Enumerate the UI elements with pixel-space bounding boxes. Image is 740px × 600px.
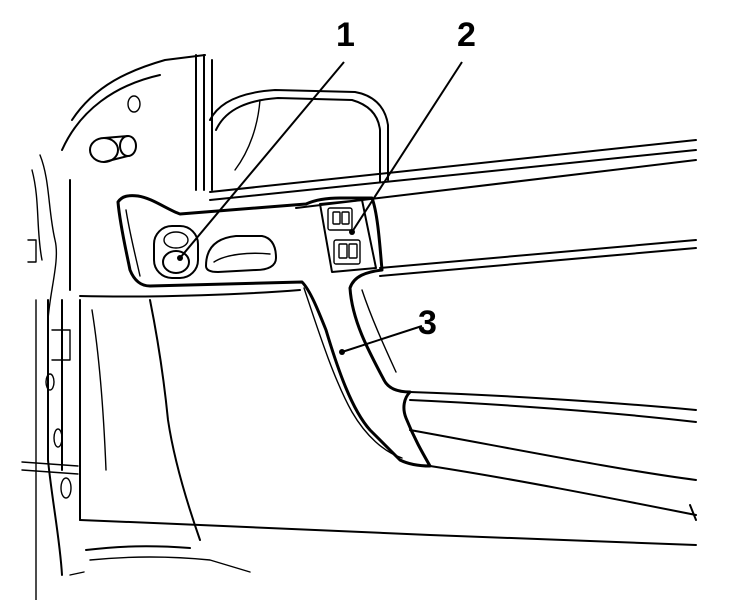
window-switch-block-icon xyxy=(319,199,377,273)
leader-3 xyxy=(341,325,423,353)
callout-label-2: 2 xyxy=(457,16,476,54)
callout-label-1: 1 xyxy=(336,16,355,54)
leader-2-dot xyxy=(349,229,355,235)
armrest-trim-panel xyxy=(116,194,432,468)
callout-leaders xyxy=(177,61,463,355)
leader-3-dot xyxy=(339,349,345,355)
leader-1 xyxy=(179,61,345,259)
window-frame xyxy=(195,54,389,191)
leader-2 xyxy=(351,61,463,233)
door-belt-moulding xyxy=(209,139,697,516)
door-frame-pillar xyxy=(21,54,206,600)
lower-door-panel xyxy=(69,289,697,576)
door-handle-recess xyxy=(205,235,277,273)
leader-1-dot xyxy=(177,255,183,261)
callout-label-3: 3 xyxy=(418,304,437,342)
mirror-switch-icon xyxy=(153,225,199,279)
pillar-stud-icon xyxy=(89,95,141,163)
